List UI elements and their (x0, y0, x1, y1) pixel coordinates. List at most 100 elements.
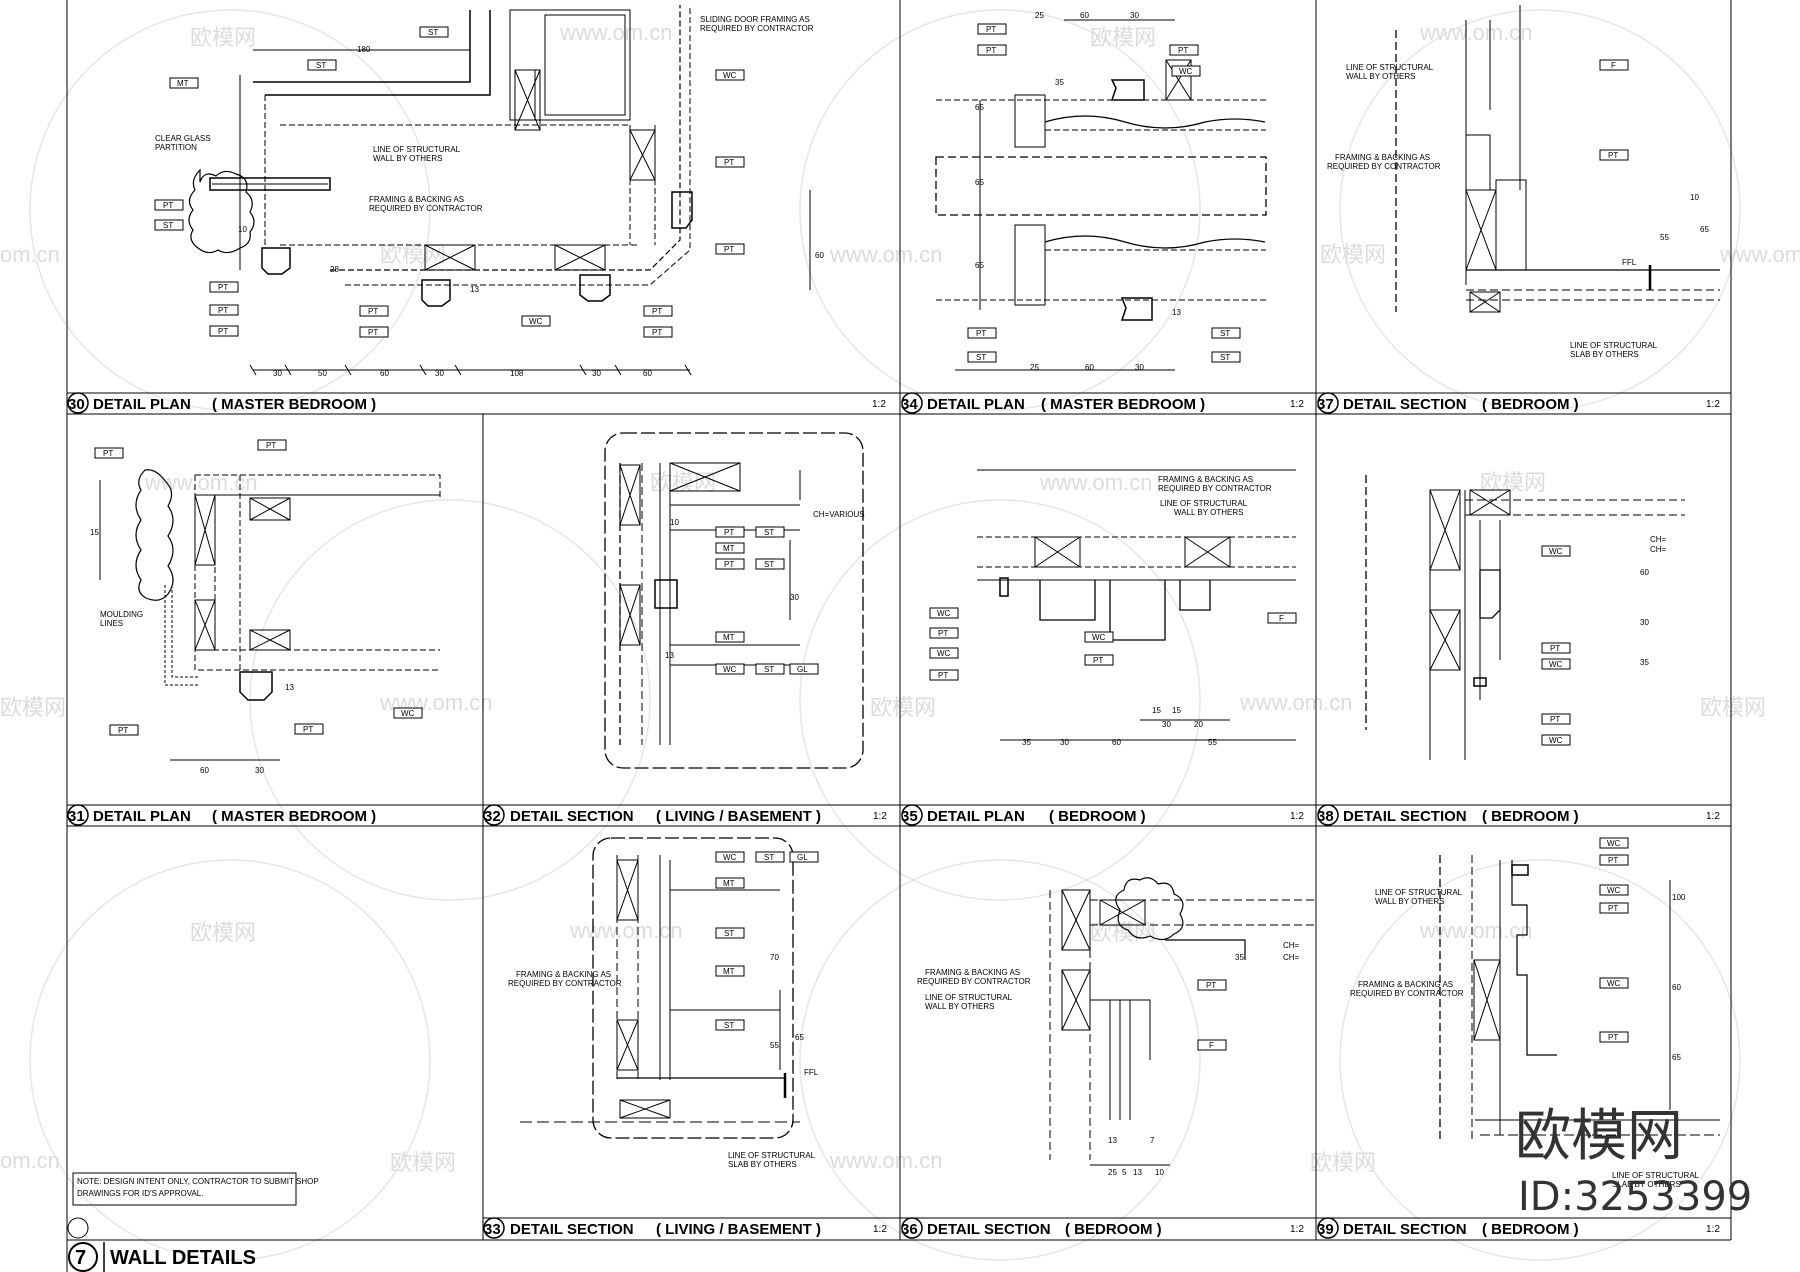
svg-text:30: 30 (1130, 11, 1139, 20)
svg-text:F: F (1279, 614, 1284, 623)
svg-text:ST: ST (428, 28, 438, 37)
tag-st: ST (1211, 327, 1241, 339)
svg-text:13: 13 (470, 285, 479, 294)
tag-pt: PT (1599, 1031, 1629, 1043)
tag-pt: PT (1197, 979, 1227, 991)
detail-36-tags: PT F (1197, 979, 1227, 1051)
tag-wc: WC (393, 707, 423, 719)
svg-text:www.om.cn: www.om.cn (829, 1148, 942, 1173)
svg-text:欧模网: 欧模网 (1090, 25, 1156, 50)
tag-pt: PT (977, 44, 1007, 56)
svg-text:GL: GL (797, 853, 808, 862)
detail-32-tags: PT ST MT PT ST MT WC ST GL (715, 526, 819, 675)
svg-text:LINE OF STRUCTURAL: LINE OF STRUCTURAL (728, 1151, 816, 1160)
tag-wc: WC (715, 851, 745, 863)
svg-text:WC: WC (1607, 886, 1621, 895)
svg-text:DETAIL SECTION: DETAIL SECTION (510, 1221, 634, 1238)
svg-text:PT: PT (986, 46, 996, 55)
svg-text:WC: WC (1549, 660, 1563, 669)
svg-text:PT: PT (368, 307, 378, 316)
detail-38-tags: WC PT WC PT WC (1541, 545, 1571, 746)
svg-text:CLEAR GLASS: CLEAR GLASS (155, 134, 211, 143)
svg-text:30: 30 (273, 369, 282, 378)
svg-text:35: 35 (1055, 78, 1064, 87)
svg-text:LINE OF STRUCTURAL: LINE OF STRUCTURAL (1612, 1171, 1700, 1180)
svg-text:55: 55 (1208, 738, 1217, 747)
svg-text:www.om.cn: www.om.cn (1039, 470, 1152, 495)
svg-text:欧模网: 欧模网 (1515, 1104, 1683, 1169)
svg-text:60: 60 (380, 369, 389, 378)
svg-text:欧模网: 欧模网 (1320, 242, 1386, 267)
svg-text:28: 28 (330, 265, 339, 274)
svg-text:13: 13 (1108, 1136, 1117, 1145)
svg-text:1:2: 1:2 (873, 811, 887, 822)
detail-36-text: FRAMING & BACKING AS REQUIRED BY CONTRAC… (917, 941, 1300, 1177)
svg-text:180: 180 (357, 45, 371, 54)
tag-gl: GL (789, 663, 819, 675)
svg-text:60: 60 (643, 369, 652, 378)
svg-text:WC: WC (529, 317, 543, 326)
detail-37-text: LINE OF STRUCTURAL WALL BY OTHERS FRAMIN… (1327, 63, 1709, 359)
svg-text:PT: PT (118, 726, 128, 735)
svg-text:PT: PT (724, 158, 734, 167)
svg-text:WC: WC (1607, 839, 1621, 848)
tag-mt: MT (715, 542, 745, 554)
tag-st: ST (307, 59, 337, 71)
svg-text:( BEDROOM ): ( BEDROOM ) (1065, 1221, 1162, 1238)
svg-text:PT: PT (1608, 151, 1618, 160)
tag-st: ST (715, 1019, 745, 1031)
svg-text:108: 108 (510, 369, 524, 378)
svg-text:WC: WC (937, 649, 951, 658)
panel-titles: 30 DETAIL PLAN ( MASTER BEDROOM ) 1:2 34… (67, 392, 1720, 1239)
panel-title-33: 33 DETAIL SECTION ( LIVING / BASEMENT ) … (483, 1217, 887, 1239)
detail-39-text: LINE OF STRUCTURAL WALL BY OTHERS FRAMIN… (1350, 888, 1700, 1189)
svg-text:WALL BY OTHERS: WALL BY OTHERS (925, 1002, 995, 1011)
tag-pt: PT (294, 723, 324, 735)
svg-text:LINE OF STRUCTURAL: LINE OF STRUCTURAL (1346, 63, 1434, 72)
svg-text:7: 7 (75, 1247, 86, 1269)
tag-st: ST (1211, 351, 1241, 363)
tag-pt: PT (109, 724, 139, 736)
svg-text:CH=: CH= (1650, 535, 1667, 544)
svg-text:CH=VARIOUS: CH=VARIOUS (813, 510, 865, 519)
svg-text:WALL BY OTHERS: WALL BY OTHERS (1346, 72, 1416, 81)
svg-text:WC: WC (1179, 67, 1193, 76)
detail-31-text: MOULDING LINES 15 60 30 13 (90, 528, 294, 775)
tag-wc: WC (715, 69, 745, 81)
tag-wc: WC (715, 663, 745, 675)
tag-wc: WC (1541, 734, 1571, 746)
svg-text:SLIDING DOOR FRAMING AS: SLIDING DOOR FRAMING AS (700, 15, 810, 24)
detail-35-tags: WC PT WC PT WC PT F (929, 607, 1297, 681)
tag-wc: WC (521, 315, 551, 327)
svg-text:70: 70 (770, 953, 779, 962)
svg-text:WC: WC (723, 665, 737, 674)
svg-text:( BEDROOM ): ( BEDROOM ) (1482, 396, 1579, 413)
svg-text:50: 50 (318, 369, 327, 378)
tag-pt: PT (715, 558, 745, 570)
svg-text:PT: PT (986, 25, 996, 34)
tag-st: ST (715, 927, 745, 939)
svg-text:DETAIL PLAN: DETAIL PLAN (93, 808, 191, 825)
svg-text:35: 35 (901, 808, 918, 825)
panel-title-38: 38 DETAIL SECTION ( BEDROOM ) 1:2 (1317, 804, 1720, 826)
svg-text:1:2: 1:2 (1706, 399, 1720, 410)
detail-37 (1395, 5, 1720, 313)
svg-text:( BEDROOM ): ( BEDROOM ) (1482, 808, 1579, 825)
tag-pt: PT (715, 156, 745, 168)
svg-text:30: 30 (790, 593, 799, 602)
svg-text:33: 33 (484, 1221, 501, 1238)
svg-text:1:2: 1:2 (1290, 1224, 1304, 1235)
detail-34-tags: PT PT PT WC PT ST ST ST (967, 23, 1241, 363)
svg-text:PT: PT (103, 449, 113, 458)
svg-text:55: 55 (1660, 233, 1669, 242)
svg-text:PT: PT (1206, 981, 1216, 990)
svg-text:ST: ST (724, 929, 734, 938)
svg-text:WALL BY OTHERS: WALL BY OTHERS (373, 154, 443, 163)
tag-pt: PT (929, 669, 959, 681)
svg-text:PT: PT (218, 306, 228, 315)
panel-title-37: 37 DETAIL SECTION ( BEDROOM ) 1:2 (1317, 392, 1720, 414)
panel-title-32: 32 DETAIL SECTION ( LIVING / BASEMENT ) … (483, 804, 887, 826)
svg-text:60: 60 (1085, 363, 1094, 372)
tag-pt: PT (209, 325, 239, 337)
tag-pt: PT (154, 199, 184, 211)
